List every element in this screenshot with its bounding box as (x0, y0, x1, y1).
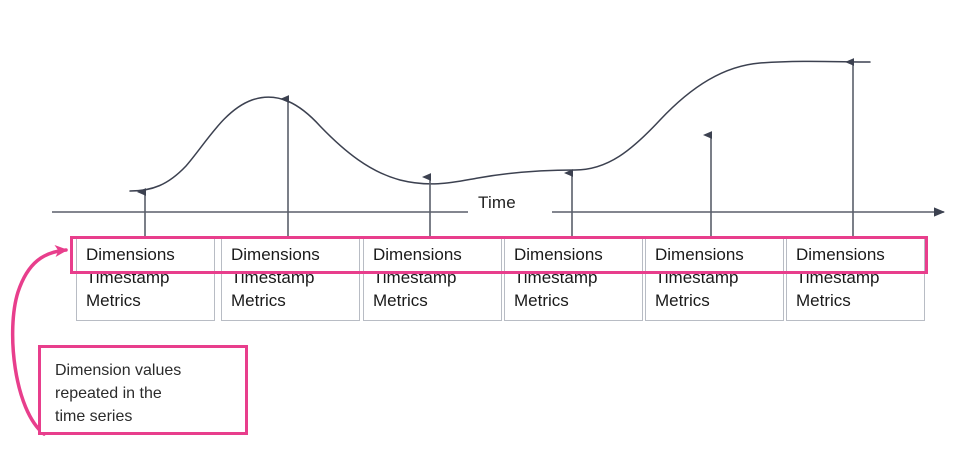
callout-pointer-arrow (10, 245, 68, 436)
record-field-dimensions: Dimensions (514, 245, 603, 264)
callout-line: repeated in the (55, 385, 162, 402)
record-field-metrics: Metrics (86, 291, 141, 310)
record-field-timestamp: Timestamp (514, 268, 598, 287)
record-field-dimensions: Dimensions (373, 245, 462, 264)
record-box[interactable]: Dimensions Timestamp Metrics (504, 236, 643, 321)
record-box[interactable]: Dimensions Timestamp Metrics (76, 236, 215, 321)
record-field-timestamp: Timestamp (655, 268, 739, 287)
record-field-timestamp: Timestamp (373, 268, 457, 287)
record-field-metrics: Metrics (373, 291, 428, 310)
callout-line: Dimension values (55, 362, 182, 379)
time-series-curve (129, 60, 871, 192)
callout-line: time series (55, 408, 133, 425)
record-field-metrics: Metrics (514, 291, 569, 310)
record-field-metrics: Metrics (655, 291, 710, 310)
record-box[interactable]: Dimensions Timestamp Metrics (645, 236, 784, 321)
record-field-dimensions: Dimensions (796, 245, 885, 264)
record-box[interactable]: Dimensions Timestamp Metrics (786, 236, 925, 321)
record-field-dimensions: Dimensions (655, 245, 744, 264)
record-field-dimensions: Dimensions (231, 245, 320, 264)
record-field-metrics: Metrics (231, 291, 286, 310)
record-field-timestamp: Timestamp (231, 268, 315, 287)
record-box[interactable]: Dimensions Timestamp Metrics (221, 236, 360, 321)
record-field-metrics: Metrics (796, 291, 851, 310)
callout-box: Dimension values repeated in the time se… (38, 345, 248, 435)
record-field-timestamp: Timestamp (86, 268, 170, 287)
record-box[interactable]: Dimensions Timestamp Metrics (363, 236, 502, 321)
record-field-dimensions: Dimensions (86, 245, 175, 264)
record-field-timestamp: Timestamp (796, 268, 880, 287)
time-axis-label: Time (478, 193, 516, 212)
